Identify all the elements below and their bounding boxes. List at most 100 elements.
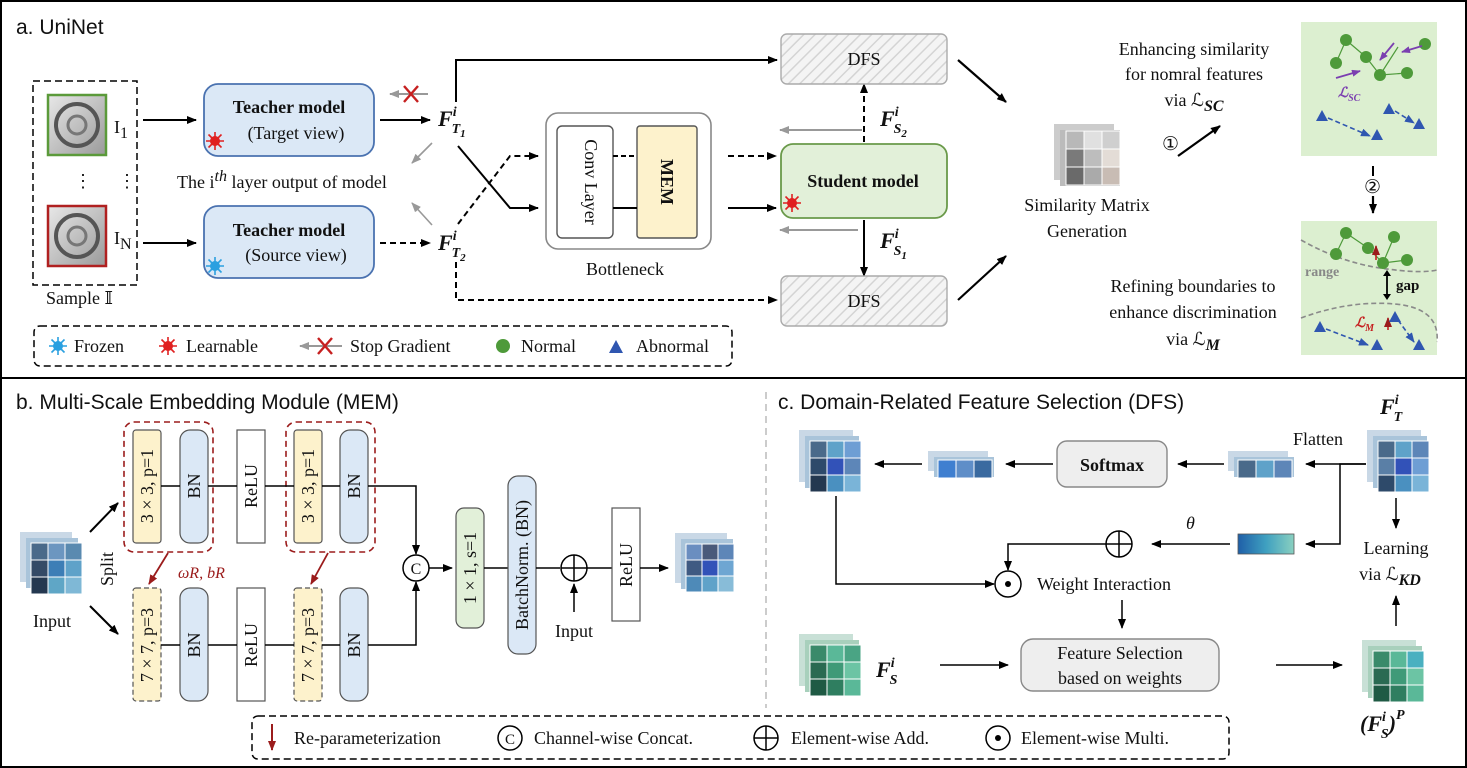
batchnorm-label: BatchNorm. (BN) [512, 500, 533, 630]
similarity-matrix-icon [1054, 124, 1121, 186]
relu-out-label: ReLU [616, 543, 636, 587]
legend-stop-gradient: Stop Gradient [350, 336, 451, 356]
relu-label-1: ReLU [241, 464, 261, 508]
arrow-ft1-to-bottleneck [457, 145, 539, 212]
imgN-label: IN [114, 228, 132, 253]
theta-vector [1237, 533, 1295, 555]
ref-line2: enhance discrimination [1109, 302, 1276, 322]
section-a-title: a. UniNet [16, 16, 104, 39]
conv7-label-1: 7 × 7, p=3 [137, 608, 157, 682]
legend-frozen: Frozen [74, 336, 124, 356]
bn-label-1: BN [184, 473, 204, 498]
softmax-vector [928, 451, 994, 479]
arrow-ft2-to-dfs-bottom [455, 262, 778, 304]
theta-label: θ [1186, 513, 1195, 533]
normal-links-top [1335, 39, 1408, 76]
flatten-vector [1228, 451, 1294, 479]
arrow-dfs-bottom-to-sim [957, 255, 1007, 301]
dfs-top-label: DFS [847, 49, 880, 69]
teacher-target-title: Teacher model [233, 97, 346, 117]
gap-label: gap [1396, 278, 1419, 294]
teacher-model-source [203, 205, 375, 279]
dfs-ft-tensor [1367, 430, 1430, 493]
legend-learnable-icon [159, 337, 177, 355]
caption-pointer-up [411, 142, 433, 164]
lsc-tag: ℒSC [1338, 86, 1361, 104]
learning-line2: via ℒKD [1359, 564, 1421, 589]
legend-frozen-icon [49, 337, 67, 355]
dfs-box-top [780, 33, 948, 85]
bn-label-3: BN [184, 632, 204, 657]
legend-concat-icon [497, 725, 523, 751]
arrow-dfs-top-to-sim [957, 59, 1007, 103]
enh-line1: Enhancing similarity [1119, 39, 1269, 59]
legend-learnable: Learnable [186, 336, 258, 356]
gap-arrowheads [1383, 270, 1391, 300]
range-label: range [1305, 265, 1339, 280]
legend-concat-symbol: C [505, 732, 515, 748]
conv1-label: 1 × 1, s=1 [460, 532, 480, 604]
abnormal-points-bottom [1314, 311, 1425, 350]
reparam-arrow-1 [148, 552, 169, 585]
conv3-label-2: 3 × 3, p=1 [298, 449, 318, 523]
student-learnable-icon [783, 194, 801, 212]
legend-a [33, 325, 733, 367]
teacher-source-sub: (Source view) [245, 245, 346, 266]
bottleneck-label: Bottleneck [586, 259, 664, 279]
ref-line3: via ℒM [1166, 329, 1220, 354]
teacher-target-sub: (Target view) [248, 123, 345, 144]
feature-sel-line1: Feature Selection [1057, 643, 1182, 663]
arrow-ft-to-theta [1305, 463, 1366, 548]
teacher-source-title: Teacher model [233, 220, 346, 240]
student-label: Student model [807, 171, 919, 191]
legend-concat: Channel-wise Concat. [534, 728, 693, 748]
flatten-label: Flatten [1293, 429, 1343, 449]
softmax-label: Softmax [1080, 455, 1144, 475]
abnormal-points-top [1316, 103, 1425, 140]
legend-normal: Normal [521, 336, 576, 356]
sim-matrix-line1: Similarity Matrix [1024, 195, 1150, 215]
legend-b [251, 715, 1230, 760]
legend-multi: Element-wise Multi. [1021, 728, 1169, 748]
conv-layer-label: Conv Layer [581, 139, 601, 224]
sim-matrix-line2: Generation [1047, 221, 1127, 241]
dfs-fs-tensor [799, 634, 862, 697]
legend-abnormal-icon [609, 340, 623, 353]
arrow-step1 [1177, 125, 1221, 157]
dots-right: ⋮ [118, 171, 136, 191]
weight-interaction-label: Weight Interaction [1037, 574, 1171, 594]
caption-pointer-down [411, 202, 433, 226]
mem-input-tensor [20, 532, 83, 595]
teacher-model-target [203, 83, 375, 157]
legend-normal-icon [496, 339, 510, 353]
weight-matrix-tensor [799, 430, 862, 493]
learnable-icon [206, 132, 224, 150]
feature-sel-line2: based on weights [1058, 668, 1182, 688]
sample-image-1 [46, 93, 108, 157]
frozen-icon [206, 257, 224, 275]
dots-left: ⋮ [74, 171, 92, 191]
enh-line3: via ℒSC [1164, 90, 1223, 115]
relu-label-2: ReLU [241, 623, 261, 667]
arrow-weights-to-multi [835, 496, 995, 588]
dfs-box-bottom [780, 275, 948, 327]
dfs-bottom-label: DFS [847, 291, 880, 311]
legend-stop-cross-icon [317, 337, 333, 355]
legend-reparam: Re-parameterization [294, 728, 441, 748]
arrow-ft2-to-bottleneck [457, 152, 539, 225]
sample-label: Sample 𝕀 [46, 288, 113, 308]
reparam-group-1 [123, 421, 214, 553]
mem-label: MEM [657, 159, 677, 205]
conv7-label-2: 7 × 7, p=3 [298, 608, 318, 682]
arrow-top-to-concat [368, 485, 420, 555]
abnormal-links-top [1327, 110, 1415, 137]
relu-out-block [611, 507, 641, 622]
